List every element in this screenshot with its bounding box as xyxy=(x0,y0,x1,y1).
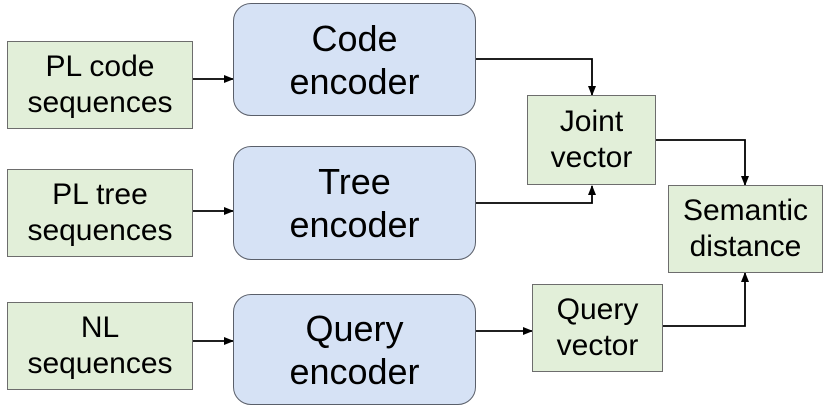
semantic-distance: Semantic distance xyxy=(668,185,823,273)
arrow-query-vector-to-semantic-distance xyxy=(663,272,749,327)
query-encoder: Query encoder xyxy=(233,294,476,405)
query-vector: Query vector xyxy=(532,284,663,372)
code-encoder: Code encoder xyxy=(233,3,476,116)
arrow-code-encoder-to-joint-vector xyxy=(476,58,596,96)
arrow-joint-vector-to-semantic-distance xyxy=(656,139,749,186)
tree-encoder: Tree encoder xyxy=(233,146,476,260)
joint-vector: Joint vector xyxy=(527,95,656,185)
arrow-tree-encoder-to-joint-vector xyxy=(476,185,596,204)
input-pl-tree-sequences: PL tree sequences xyxy=(7,169,193,257)
input-nl-sequences: NL sequences xyxy=(7,302,193,390)
input-pl-code-sequences: PL code sequences xyxy=(7,41,193,129)
